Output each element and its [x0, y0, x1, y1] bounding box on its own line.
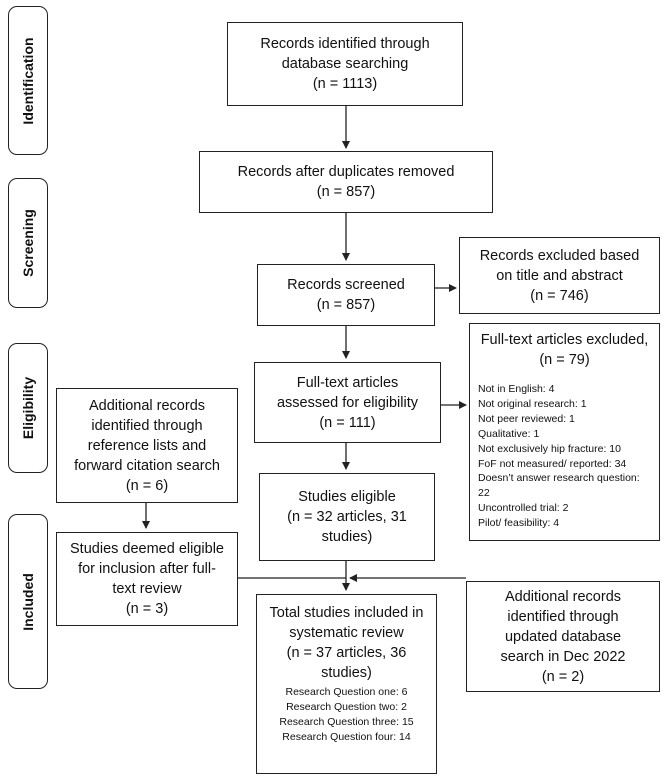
records-after-duplicates-box: Records after duplicates removed (n = 85…	[199, 151, 493, 213]
updated-line-4: search in Dec 2022	[500, 648, 626, 665]
updated-line-3: updated database	[504, 628, 622, 645]
exclusion-reason: FoF not measured/ reported: 34	[478, 457, 627, 470]
exclusion-reason: Doesn’t answer research question:	[478, 472, 640, 485]
additional-refs-line-1: Additional records	[88, 397, 206, 414]
records-identified-count: (n = 1113)	[312, 76, 378, 92]
records-identified-box: Records identified through database sear…	[227, 22, 463, 106]
excluded-title-line-2: on title and abstract	[496, 267, 623, 284]
phase-eligibility: Eligibility	[8, 343, 48, 473]
research-questions-list: Research Question one: 6 Research Questi…	[279, 685, 413, 745]
screened-line-1: Records screened	[287, 277, 405, 293]
additional-records-updated-box: Additional records identified through up…	[466, 581, 660, 692]
total-line-1: Total studies included in	[269, 605, 424, 621]
fulltext-count: (n = 111)	[319, 414, 376, 431]
exclusion-reason: Pilot/ feasibility: 4	[478, 517, 560, 530]
exclusion-reason: 22	[478, 487, 490, 500]
additional-refs-line-4: forward citation search	[74, 457, 220, 474]
records-excluded-title-box: Records excluded based on title and abst…	[459, 237, 660, 314]
fulltext-excluded-count: (n = 79)	[539, 352, 590, 368]
total-studies-included-box: Total studies included in systematic rev…	[256, 594, 437, 774]
deemed-line-3: text review	[112, 581, 182, 597]
duplicates-line-1: Records after duplicates removed	[237, 164, 455, 180]
duplicates-count: (n = 857)	[316, 184, 376, 200]
research-question-count: Research Question four: 14	[282, 730, 411, 743]
total-line-3: (n = 37 articles, 36	[286, 645, 407, 661]
excluded-title-line-1: Records excluded based	[479, 247, 640, 264]
exclusion-reason: Not in English: 4	[478, 383, 555, 395]
fulltext-excluded-header: Full-text articles excluded, (n = 79)	[478, 330, 651, 370]
records-identified-line-2: database searching	[281, 56, 409, 72]
research-question-count: Research Question one: 6	[285, 686, 408, 698]
fulltext-excluded-title: Full-text articles excluded,	[480, 332, 649, 348]
eligible-line-1: Studies eligible	[298, 489, 396, 505]
deemed-line-2: for inclusion after full-	[78, 561, 216, 577]
deemed-count: (n = 3)	[125, 601, 169, 617]
screened-count: (n = 857)	[316, 297, 376, 313]
exclusion-reason: Not original research: 1	[478, 397, 587, 410]
studies-eligible-box: Studies eligible (n = 32 articles, 31 st…	[259, 473, 435, 561]
additional-refs-line-2: identified through	[91, 417, 203, 434]
fulltext-line-1: Full-text articles	[296, 374, 399, 391]
exclusion-reason: Not exclusively hip fracture: 10	[478, 442, 621, 455]
phase-included: Included	[8, 514, 48, 689]
phase-screening: Screening	[8, 178, 48, 308]
additional-refs-count: (n = 6)	[125, 477, 169, 494]
eligible-line-2: (n = 32 articles, 31	[287, 509, 407, 525]
exclusion-reason: Qualitative: 1	[478, 427, 540, 440]
fulltext-excluded-box: Full-text articles excluded, (n = 79) No…	[469, 323, 660, 541]
records-identified-line-1: Records identified through	[260, 36, 430, 52]
updated-count: (n = 2)	[541, 668, 585, 685]
total-line-2: systematic review	[289, 625, 404, 641]
excluded-title-count: (n = 746)	[530, 287, 589, 304]
deemed-line-1: Studies deemed eligible	[70, 541, 224, 557]
fulltext-line-2: assessed for eligibility	[276, 394, 419, 411]
additional-refs-line-3: reference lists and	[87, 437, 207, 454]
records-screened-box: Records screened (n = 857)	[257, 264, 435, 326]
exclusion-reason: Not peer reviewed: 1	[478, 412, 575, 425]
eligible-line-3: studies)	[321, 529, 373, 545]
studies-deemed-eligible-box: Studies deemed eligible for inclusion af…	[56, 532, 238, 626]
updated-line-1: Additional records	[504, 588, 622, 605]
exclusion-reasons-list: Not in English: 4 Not original research:…	[478, 382, 640, 531]
additional-records-refs-box: Additional records identified through re…	[56, 388, 238, 503]
updated-line-2: identified through	[507, 608, 619, 625]
phase-identification: Identification	[8, 6, 48, 155]
total-line-4: studies)	[321, 665, 372, 681]
exclusion-reason: Uncontrolled trial: 2	[478, 502, 569, 515]
research-question-count: Research Question two: 2	[286, 700, 407, 713]
fulltext-assessed-box: Full-text articles assessed for eligibil…	[254, 362, 441, 443]
research-question-count: Research Question three: 15	[279, 715, 414, 728]
